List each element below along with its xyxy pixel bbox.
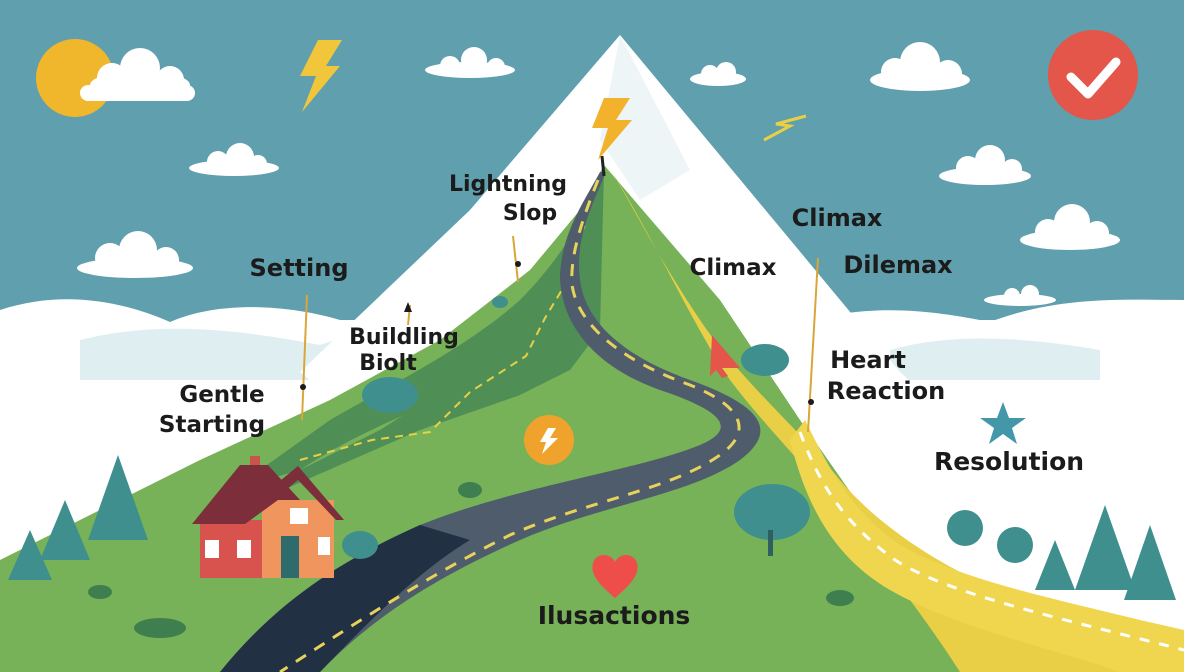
bush [134,618,186,638]
peak-lightning-icon [592,98,632,177]
bush [741,344,789,376]
lightning-bolt-icon [300,40,342,112]
yellow-road-dashes [798,431,1184,652]
mountain-shadow [600,35,690,200]
zigzag-mark [763,114,807,142]
cloud [80,48,195,101]
road-foreground [220,525,470,672]
arrow-icon [710,335,740,378]
trees-left [8,455,148,580]
cloud [425,47,515,78]
check-badge-icon [1048,30,1138,120]
clouds [77,42,1120,306]
marker-dots [300,261,814,405]
house-icon [192,456,344,578]
road-centerline [279,179,741,672]
label-gentle-line2: Starting [159,412,265,438]
label-setting: Setting [250,254,349,282]
label-gentle-line1: Gentle [179,382,264,408]
trees-right [947,505,1176,600]
dashed-climb-path [299,224,586,461]
label-heart-line2: Reaction [827,377,945,405]
cloud [189,143,279,176]
label-lightning-line1: Lightning [449,172,567,197]
label-heart-line1: Heart [830,346,906,374]
bush [342,531,378,559]
mist-band-right [890,338,1100,380]
lightning-badge-icon [524,415,574,465]
label-dilemax: Dilemax [843,251,953,279]
cloud [870,42,970,91]
label-lightning-line2: Slop [503,201,557,226]
label-climax-mid: Climax [690,255,777,281]
cloud [1020,204,1120,250]
star-icon [980,402,1026,444]
bush [88,585,112,599]
cloud [690,62,746,86]
label-climax-top: Climax [792,204,883,232]
tree-mid [734,484,810,556]
bush [826,590,854,606]
cloud [984,285,1056,306]
cloud [939,145,1031,185]
label-building-line2: Biolt [359,351,417,376]
bush [458,482,482,498]
heart-icon [592,554,638,598]
label-building-line1: Buildling [349,325,459,350]
dark-green-ridge [230,170,604,490]
label-ilusactions: Ilusactions [538,601,691,630]
yellow-road [790,420,1184,672]
bush [492,296,508,308]
bush [362,377,418,413]
label-resolution: Resolution [934,447,1084,476]
cloud [77,231,193,278]
